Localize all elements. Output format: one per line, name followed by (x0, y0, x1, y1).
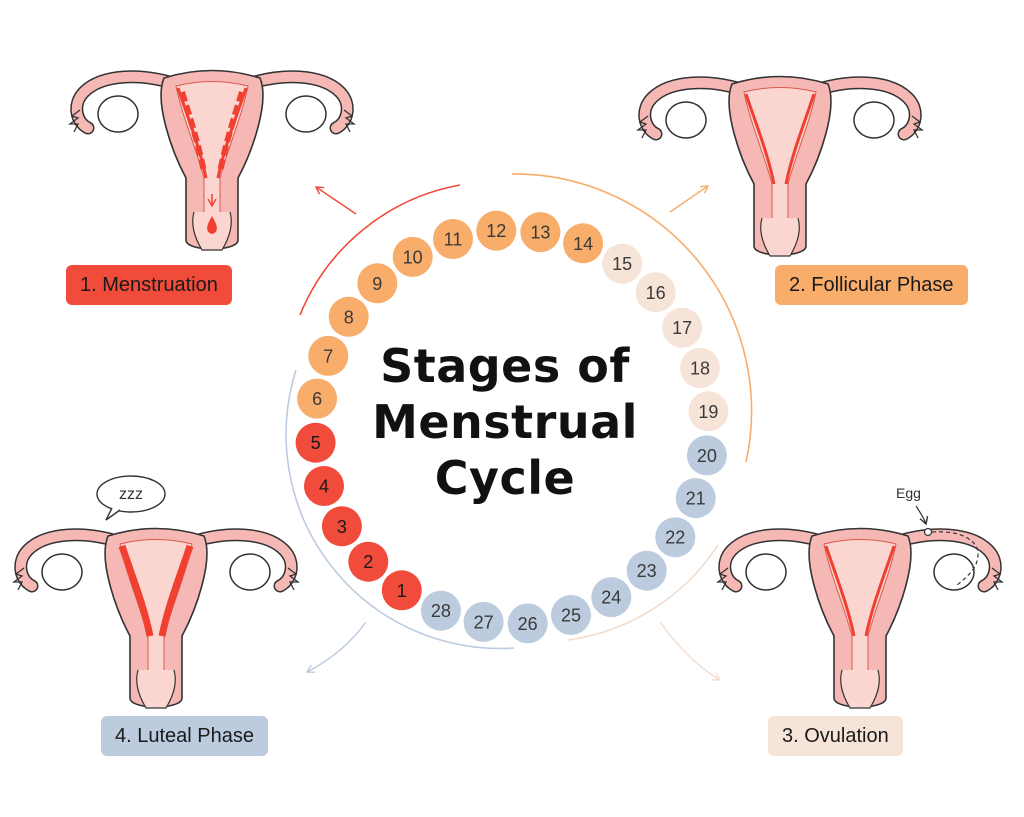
page-title: Stages of Menstrual Cycle (330, 338, 680, 506)
uterus-illustration-follicular (638, 77, 922, 257)
day-circle (662, 307, 703, 348)
day-number: 5 (311, 433, 321, 453)
day-circle (328, 296, 369, 337)
day-circle (688, 391, 729, 432)
arrow-to-menstruation (314, 186, 357, 215)
day-number: 14 (573, 234, 593, 254)
speech-bubble: zzz (96, 475, 166, 521)
day-circle (626, 550, 667, 591)
day-number: 7 (323, 346, 333, 366)
day-circle (321, 506, 362, 547)
day-number: 16 (646, 283, 666, 303)
day-number: 21 (686, 489, 706, 509)
uterus-illustration-luteal: zzz (14, 475, 298, 708)
egg-label: Egg (896, 485, 921, 501)
title-line-1: Stages of (380, 339, 630, 393)
day-number: 2 (363, 552, 373, 572)
menstruation-bracket (299, 184, 461, 316)
day-number: 28 (431, 601, 451, 621)
uterus-illustration-menstruation (70, 71, 354, 251)
day-number: 19 (698, 402, 718, 422)
day-number: 6 (312, 389, 322, 409)
follicular-bracket (511, 173, 753, 463)
arrow-to-luteal (305, 621, 367, 674)
day-number: 17 (672, 318, 692, 338)
day-number: 15 (612, 254, 632, 274)
day-number: 24 (601, 588, 621, 608)
phase-label-ovulation: 3. Ovulation (768, 716, 903, 756)
luteal-bracket (285, 369, 515, 650)
day-number: 13 (530, 223, 550, 243)
arrow-to-follicular (669, 185, 710, 213)
day-circle (551, 595, 591, 635)
day-circle (420, 590, 461, 631)
blood-drop-icon (207, 216, 217, 234)
day-circle (602, 243, 643, 284)
sleep-text: zzz (119, 486, 143, 503)
day-number: 27 (474, 612, 494, 632)
day-number: 20 (697, 446, 717, 466)
title-line-3: Cycle (434, 451, 576, 505)
uterus-illustration-ovulation: Egg (718, 485, 1002, 708)
day-number: 9 (372, 274, 382, 294)
day-circle (476, 210, 517, 251)
phase-label-follicular: 2. Follicular Phase (775, 265, 968, 305)
day-circle (308, 335, 349, 376)
day-number: 10 (403, 247, 423, 267)
day-circle (591, 577, 632, 618)
day-number: 4 (319, 477, 329, 497)
day-circle (463, 601, 504, 642)
day-circle (357, 263, 398, 304)
day-number: 18 (690, 359, 710, 379)
day-circle (295, 422, 336, 463)
day-circle (655, 517, 696, 558)
day-circle (635, 272, 676, 313)
phase-label-menstruation: 1. Menstruation (66, 265, 232, 305)
day-circle (680, 348, 720, 388)
day-circle (392, 236, 433, 277)
day-circle (520, 212, 561, 253)
day-circle (507, 603, 548, 644)
day-number: 3 (337, 517, 347, 537)
day-circle (304, 466, 344, 506)
day-circle (297, 378, 338, 419)
arrow-to-ovulation (659, 621, 722, 681)
day-number: 12 (486, 221, 506, 241)
day-number: 26 (518, 614, 538, 634)
day-number: 8 (344, 307, 354, 327)
day-number: 23 (637, 561, 657, 581)
ovulation-bracket (567, 544, 719, 641)
day-circle (686, 435, 727, 476)
phase-label-luteal: 4. Luteal Phase (101, 716, 268, 756)
day-number: 1 (397, 581, 407, 601)
day-number: 25 (561, 606, 581, 626)
day-circle (381, 570, 422, 611)
day-number: 22 (665, 528, 685, 548)
day-circle (675, 478, 716, 519)
day-number: 11 (444, 230, 463, 250)
title-line-2: Menstrual (372, 395, 638, 449)
day-circle (348, 541, 389, 582)
egg-icon (923, 527, 933, 537)
day-circle (563, 223, 604, 264)
day-circle (433, 219, 473, 259)
